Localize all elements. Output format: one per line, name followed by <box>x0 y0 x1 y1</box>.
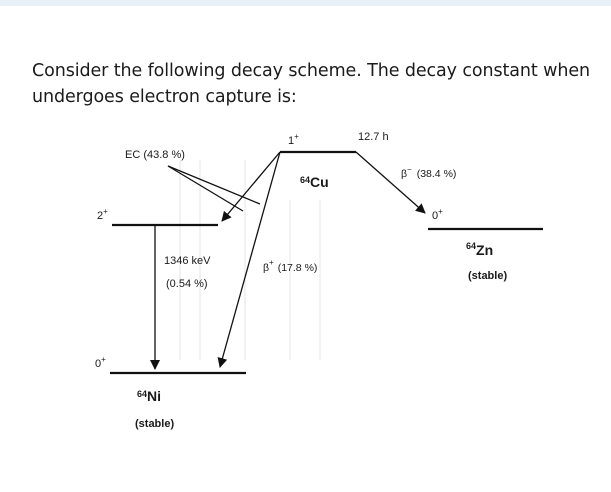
cu64-nuclide-label: 64Cu <box>300 174 329 190</box>
gamma-energy-label: 1346 keV <box>164 255 211 267</box>
question-line-2: undergoes electron capture is: <box>32 87 297 107</box>
beta-minus-label: β−(38.4 %) <box>401 165 456 180</box>
zn64-stable-label: (stable) <box>468 270 507 282</box>
beta-minus-transition-arrow <box>355 151 426 214</box>
ec-pointer-line-1 <box>167 165 261 205</box>
cu64-halflife: 12.7 h <box>358 131 389 143</box>
top-band <box>0 0 611 6</box>
ec-branch-label: EC (43.8 %) <box>125 149 185 161</box>
ni64-excited-spin-label: 2+ <box>97 207 108 222</box>
gamma-fraction-label: (0.54 %) <box>166 278 208 290</box>
zn64-nuclide-label: 64Zn <box>466 241 493 258</box>
zn64-spin-label: 0+ <box>432 207 443 222</box>
ni64-stable-label: (stable) <box>135 418 174 430</box>
beta-plus-transition-arrow <box>217 151 281 368</box>
question-line-1: Consider the following decay scheme. The… <box>32 61 590 81</box>
ec-pointer-line-2 <box>167 165 244 212</box>
question-text: Consider the following decay scheme. The… <box>32 58 607 110</box>
ni64-ground-spin-label: 0+ <box>95 355 106 370</box>
ni64-nuclide-label: 64Ni <box>137 388 161 404</box>
beta-plus-label: β+(17.8 %) <box>263 258 317 274</box>
ec-transition-arrow <box>221 151 281 222</box>
cu64-spin-label: 1+ <box>288 132 299 147</box>
